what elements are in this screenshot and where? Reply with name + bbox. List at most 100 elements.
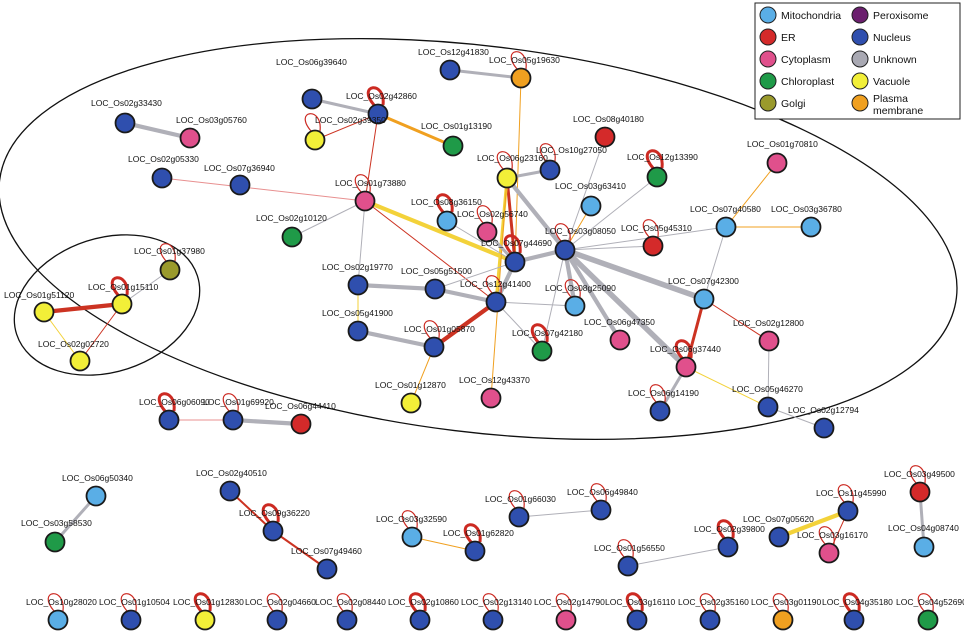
legend-label: Chloroplast — [781, 76, 834, 88]
node-circle — [120, 609, 142, 631]
node-LOC_Os07g05620: LOC_Os07g05620 — [743, 514, 814, 548]
node-label: LOC_Os03g05760 — [176, 115, 247, 125]
node-circle — [580, 195, 602, 217]
legend-swatch — [851, 50, 869, 68]
legend-label: Cytoplasm — [781, 54, 831, 66]
self-loop — [554, 223, 571, 242]
legend-item-perox: Peroxisome — [851, 6, 929, 24]
legend-swatch — [759, 94, 777, 112]
node-circle — [555, 609, 577, 631]
node-circle — [219, 480, 241, 502]
legend-label: Unknown — [873, 54, 917, 66]
node-label: LOC_Os01g10504 — [99, 597, 170, 607]
legend-swatch — [851, 6, 869, 24]
legend-item-golgi: Golgi — [759, 94, 806, 112]
edge-LOC_Os02g42860-LOC_Os01g13190 — [376, 112, 455, 148]
node-label: LOC_Os06g44410 — [265, 401, 336, 411]
legend-item-unk: Unknown — [851, 50, 917, 68]
node-circle — [909, 481, 931, 503]
node-label: LOC_Os01g12830 — [173, 597, 244, 607]
node-circle — [316, 558, 338, 580]
node-label: LOC_Os03g32590 — [376, 514, 447, 524]
node-label: LOC_Os06g47350 — [584, 317, 655, 327]
self-loop — [503, 234, 522, 254]
node-circle — [179, 127, 201, 149]
edge-LOC_Os02g19770-LOC_Os05g51500 — [355, 282, 438, 292]
node-LOC_Os01g56550: LOC_Os01g56550 — [594, 539, 665, 577]
node-LOC_Os06g39640: LOC_Os06g39640 — [276, 57, 347, 110]
edge-LOC_Os03g08050-LOC_Os05g45310 — [564, 245, 654, 251]
node-LOC_Os02g39350: LOC_Os02g39350 — [304, 113, 386, 151]
node-label: LOC_Os12g43370 — [459, 375, 530, 385]
node-circle — [367, 103, 389, 125]
node-label: LOC_Os02g39350 — [315, 115, 386, 125]
node-circle — [151, 167, 173, 189]
legend-swatch — [851, 72, 869, 90]
node-label: LOC_Os05g46270 — [732, 384, 803, 394]
node-circle — [482, 609, 504, 631]
self-loop — [423, 320, 440, 339]
edge-LOC_Os01g73880-LOC_Os02g19770 — [357, 200, 366, 286]
node-LOC_Os03g36780: LOC_Os03g36780 — [771, 204, 842, 238]
node-LOC_Os07g42300: LOC_Os07g42300 — [668, 276, 739, 310]
edge-LOC_Os01g69920-LOC_Os06g44410 — [230, 417, 304, 427]
self-loop — [510, 51, 527, 70]
edge-LOC_Os02g42860-LOC_Os02g39350 — [314, 113, 379, 141]
node-circle — [69, 350, 91, 372]
self-loop — [508, 490, 525, 509]
node-circle — [442, 135, 464, 157]
node-label: LOC_Os06g14190 — [628, 388, 699, 398]
legend-swatch — [851, 28, 869, 46]
node-LOC_Os02g39800: LOC_Os02g39800 — [694, 519, 765, 558]
node-LOC_Os03g32590: LOC_Os03g32590 — [376, 510, 447, 548]
node-LOC_Os01g62820: LOC_Os01g62820 — [443, 523, 514, 562]
edge-LOC_Os01g70810-LOC_Os07g40580 — [725, 162, 778, 228]
node-LOC_Os03g16110: LOC_Os03g16110 — [605, 592, 676, 631]
node-circle — [347, 320, 369, 342]
self-loop — [674, 339, 693, 359]
node-label: LOC_Os11g45990 — [816, 488, 887, 498]
legend-item-cyto: Cytoplasm — [759, 50, 831, 68]
self-loop — [222, 393, 239, 412]
node-circle — [917, 609, 939, 631]
node-LOC_Os03g08050: LOC_Os03g08050 — [545, 223, 616, 261]
node-circle — [504, 251, 526, 273]
node-circle — [485, 291, 507, 313]
node-label: LOC_Os06g23160 — [477, 153, 548, 163]
self-loop — [354, 174, 371, 193]
edge-LOC_Os01g73880-LOC_Os12g41400 — [364, 200, 497, 303]
edge-LOC_Os07g44690-LOC_Os05g51500 — [434, 261, 516, 290]
edge-LOC_Os03g08050-LOC_Os07g42300 — [562, 247, 707, 302]
edge-LOC_Os07g40580-LOC_Os07g42300 — [703, 226, 727, 300]
node-LOC_Os07g42180: LOC_Os07g42180 — [512, 323, 583, 362]
node-LOC_Os02g04660: LOC_Os02g04660 — [245, 593, 316, 631]
node-LOC_Os12g13390: LOC_Os12g13390 — [627, 149, 698, 188]
node-LOC_Os06g14190: LOC_Os06g14190 — [628, 384, 699, 422]
node-circle — [85, 485, 107, 507]
node-label: LOC_Os02g04660 — [245, 597, 316, 607]
node-label: LOC_Os01g51120 — [4, 290, 75, 300]
node-label: LOC_Os02g12800 — [733, 318, 804, 328]
node-label: LOC_Os06g37440 — [650, 344, 721, 354]
self-loop — [699, 593, 716, 612]
node-label: LOC_Os02g12794 — [788, 405, 859, 415]
node-LOC_Os05g19630: LOC_Os05g19630 — [489, 51, 560, 89]
node-circle — [480, 387, 502, 409]
node-LOC_Os02g14790: LOC_Os02g14790 — [534, 593, 605, 631]
node-circle — [617, 555, 639, 577]
node-circle — [800, 216, 822, 238]
edge-LOC_Os01g15110-LOC_Os02g02720 — [79, 303, 123, 362]
node-circle — [44, 531, 66, 553]
self-loop — [120, 593, 137, 612]
node-circle — [758, 330, 780, 352]
node-label: LOC_Os07g42180 — [512, 328, 583, 338]
node-LOC_Os09g36220: LOC_Os09g36220 — [239, 503, 310, 542]
node-circle — [401, 526, 423, 548]
self-loop — [909, 465, 926, 484]
node-label: LOC_Os08g25090 — [545, 283, 616, 293]
edge-LOC_Os02g05330-LOC_Os01g73880 — [161, 177, 366, 202]
node-label: LOC_Os01g37980 — [134, 246, 205, 256]
node-label: LOC_Os08g40180 — [573, 114, 644, 124]
node-LOC_Os02g02720: LOC_Os02g02720 — [38, 339, 109, 372]
